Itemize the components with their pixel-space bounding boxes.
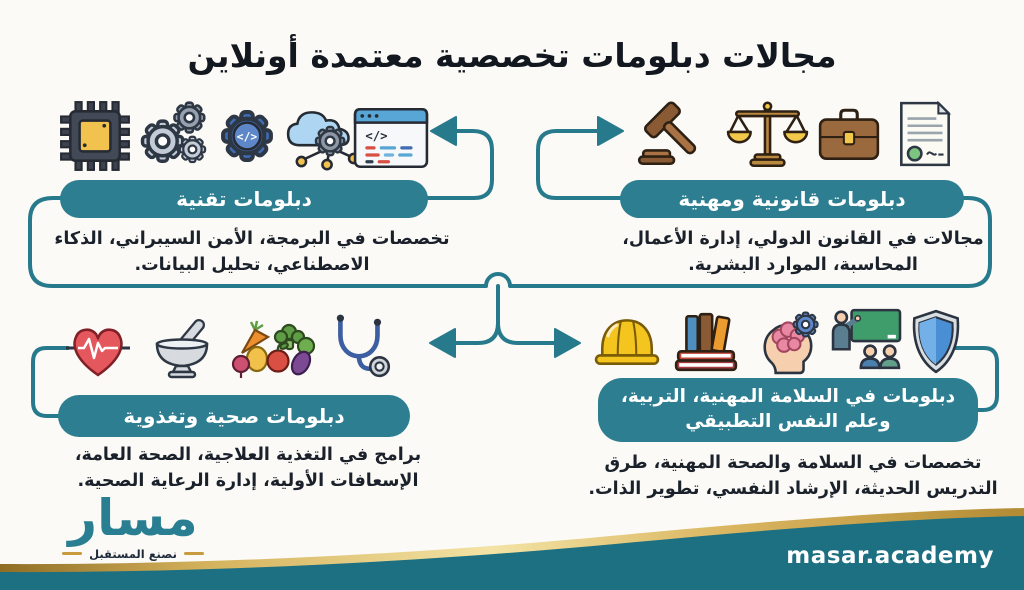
code-window-icon: </> [353,107,429,169]
section-title-safety: دبلومات في السلامة المهنية، التربية، وعل… [598,378,978,442]
stethoscope-icon [336,314,391,378]
section-title-tech: دبلومات تقنية [60,180,428,218]
section-title-health: دبلومات صحية وتغذوية [58,395,410,437]
masar-logo-wordmark: مسار [68,489,198,547]
cpu-chip-icon [60,101,130,171]
shield-icon [912,309,960,374]
heart-ekg-icon [66,328,130,377]
website-url: masar.academy [786,543,994,569]
tagline-dash-right [62,552,83,555]
brain-gear-icon [763,311,819,375]
section-title-legal: دبلومات قانونية ومهنية [620,180,964,218]
scales-icon [726,101,809,168]
wave-teal [0,516,1024,590]
section-description-health: برامج في التغذية العلاجية، الصحة العامة،… [74,445,422,492]
page-title: مجالات دبلومات تخصصية معتمدة أونلاين [187,36,837,76]
certificate-icon [900,100,952,167]
gavel-icon [637,101,697,166]
logo-tagline: نصنع المستقبل [44,547,222,561]
gears-icon [140,101,207,164]
code-gear-icon: </> [212,102,282,170]
hard-hat-icon [594,319,660,365]
svg-text:</>: </> [237,130,258,144]
section-description-tech: تخصصات في البرمجة، الأمن السيبراني، الذك… [54,229,450,276]
svg-text:</>: </> [365,129,387,143]
section-description-safety: تخصصات في السلامة والصحة المهنية، طرق ال… [588,453,998,500]
briefcase-icon [818,108,880,161]
classroom-icon [831,308,902,370]
section-description-legal: مجالات في القانون الدولي، إدارة الأعمال،… [622,229,984,276]
mortar-pestle-icon [155,319,209,379]
vegetables-icon [231,320,316,378]
tagline-text: نصنع المستقبل [89,546,177,561]
books-icon [674,312,738,372]
masar-logo: مسار نصنع المستقبل [44,492,222,561]
tagline-dash-left [183,552,204,555]
